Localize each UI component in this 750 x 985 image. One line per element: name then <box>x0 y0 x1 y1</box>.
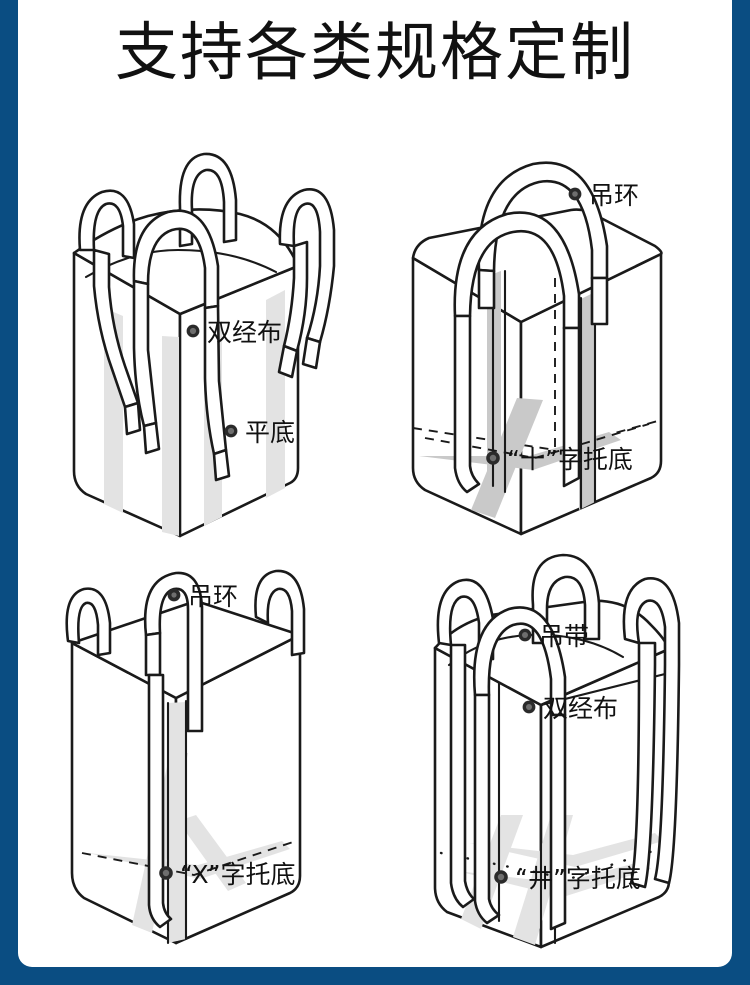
bag-top-right: 吊环 “十”字托底 <box>383 138 728 538</box>
label-lifting-loop-text: 吊环 <box>188 582 238 611</box>
floor-outline <box>81 840 297 876</box>
page-title: 支持各类规格定制 <box>115 16 635 89</box>
lifting-loops <box>65 569 306 929</box>
x-base-bag-drawing: 吊环 “X”字托底 <box>65 569 306 945</box>
label-double-warp-fabric-text: 双经布 <box>207 318 282 347</box>
label-lifting-loop: 吊环 <box>568 181 639 210</box>
label-lifting-loop: 吊环 <box>167 582 238 611</box>
label-x-base: “X”字托底 <box>159 860 296 889</box>
bag-bottom-right: 吊带 双经布 “井”字托底 <box>383 553 728 953</box>
label-well-base: “井”字托底 <box>494 864 641 893</box>
page-frame: 支持各类规格定制 <box>18 0 732 967</box>
label-x-base-text: “X”字托底 <box>180 860 296 889</box>
label-lifting-strap: 吊带 <box>518 622 589 651</box>
seam-lines <box>166 699 188 945</box>
cross-base-bag-drawing: 吊环 “十”字托底 <box>411 161 663 536</box>
fabric-bands <box>88 702 290 943</box>
label-well-base-text: “井”字托底 <box>515 864 641 893</box>
seam-lines <box>491 269 597 510</box>
label-cross-base-text: “十”字托底 <box>507 445 633 474</box>
well-base-bag-drawing: 吊带 双经布 “井”字托底 <box>433 553 681 949</box>
label-lifting-loop-text: 吊环 <box>589 181 639 210</box>
lifting-loops <box>436 553 681 931</box>
label-lifting-strap-text: 吊带 <box>539 622 589 651</box>
bag-illustration-grid: 双经布 平底 <box>18 128 732 958</box>
lifting-loops <box>78 152 336 482</box>
label-double-warp-fabric: 双经布 <box>522 694 618 723</box>
label-double-warp-fabric-text: 双经布 <box>543 694 618 723</box>
label-double-warp-fabric: 双经布 <box>186 318 282 347</box>
bag-bottom-left: 吊环 “X”字托底 <box>28 553 373 953</box>
label-cross-base: “十”字托底 <box>486 445 633 474</box>
bag-top-left: 双经布 平底 <box>28 138 373 538</box>
bag-body <box>411 208 663 536</box>
flat-bottom-bag-drawing: 双经布 平底 <box>72 152 336 538</box>
label-flat-bottom: 平底 <box>224 418 295 447</box>
label-flat-bottom-text: 平底 <box>245 418 295 447</box>
